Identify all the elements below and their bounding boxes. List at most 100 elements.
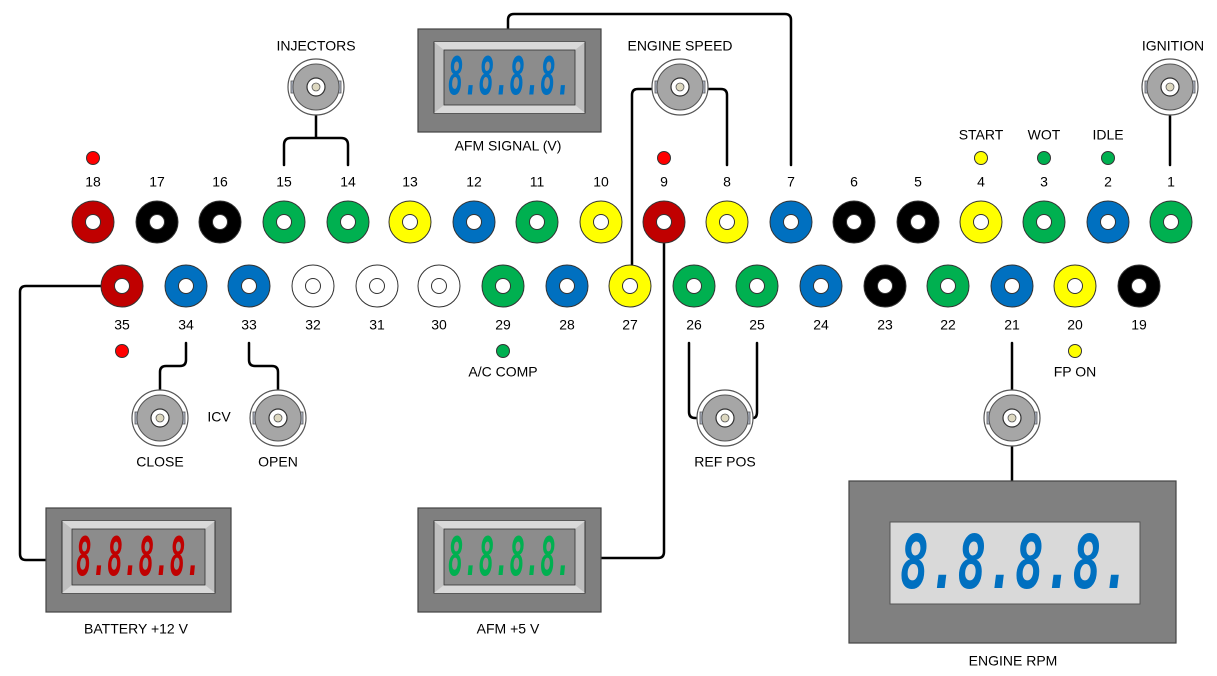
- jack-number: 8: [723, 174, 731, 190]
- ignition-bnc-connector[interactable]: [1141, 58, 1199, 116]
- jack-11[interactable]: 11: [515, 174, 559, 244]
- jack-20[interactable]: 20: [1053, 264, 1097, 333]
- wires: [18, 12, 1172, 562]
- wire-33-open: [247, 341, 280, 392]
- led-icon: [496, 344, 510, 358]
- icv-open-bnc-connector[interactable]: [249, 389, 307, 447]
- jack-number: 23: [877, 317, 893, 333]
- meters: 8.8.8.8.8.8.8.8.8.8.8.8.8.8.8.8.: [45, 28, 1177, 644]
- jack-number: 30: [431, 317, 447, 333]
- jack-hole: [622, 278, 638, 294]
- jack-hole: [910, 214, 926, 230]
- jack-2[interactable]: 2: [1086, 174, 1130, 244]
- jack-15[interactable]: 15: [262, 174, 306, 244]
- jack-3[interactable]: 3: [1022, 174, 1066, 244]
- jack-9[interactable]: 9: [642, 174, 686, 244]
- jack-hole: [1067, 278, 1083, 294]
- jack-6[interactable]: 6: [832, 174, 876, 244]
- jack-8[interactable]: 8: [705, 174, 749, 244]
- jack-7[interactable]: 7: [769, 174, 813, 244]
- jack-23[interactable]: 23: [863, 264, 907, 333]
- icv-close-bnc-connector[interactable]: [131, 389, 189, 447]
- jack-25[interactable]: 25: [735, 264, 779, 333]
- close-label: CLOSE: [136, 454, 183, 470]
- engine-speed-bnc-connector[interactable]: [651, 58, 709, 116]
- jack-number: 9: [660, 174, 668, 190]
- jack-24[interactable]: 24: [799, 264, 843, 333]
- wire-9-afm5v: [599, 241, 666, 560]
- jack-17[interactable]: 17: [135, 174, 179, 244]
- injectors-bnc-connector[interactable]: [287, 58, 345, 116]
- jack-number: 21: [1004, 317, 1020, 333]
- meter-display: [443, 49, 576, 106]
- wire-35-battery: [18, 284, 103, 562]
- meter-display: [71, 528, 206, 586]
- jack-5[interactable]: 5: [896, 174, 940, 244]
- jack-hole: [114, 278, 130, 294]
- jack-number: 25: [749, 317, 765, 333]
- jack-32[interactable]: 32: [291, 264, 335, 333]
- bnc-pin: [1165, 82, 1175, 92]
- meter-display: [889, 521, 1141, 605]
- indicator-9: [657, 151, 671, 165]
- jack-14[interactable]: 14: [326, 174, 370, 244]
- jack-number: 11: [530, 174, 545, 190]
- jack-12[interactable]: 12: [452, 174, 496, 244]
- jack-19[interactable]: 19: [1117, 264, 1161, 333]
- jack-hole: [656, 214, 672, 230]
- jack-hole: [846, 214, 862, 230]
- jack-4[interactable]: 4: [959, 174, 1003, 244]
- engine-rpm-bnc-connector[interactable]: [983, 389, 1041, 447]
- bezel-highlight: [62, 585, 215, 593]
- indicator-2: IDLE: [1092, 127, 1124, 165]
- wire-engine-speed-8: [706, 87, 729, 167]
- jack-number: 27: [622, 317, 638, 333]
- jack-22[interactable]: 22: [926, 264, 970, 333]
- jack-30[interactable]: 30: [417, 264, 461, 333]
- ignition-label: IGNITION: [1142, 38, 1204, 54]
- led-icon: [974, 151, 988, 165]
- jack-hole: [783, 214, 799, 230]
- jack-hole: [1163, 214, 1179, 230]
- indicator-label: WOT: [1028, 127, 1061, 143]
- engine-speed-label: ENGINE SPEED: [627, 38, 732, 54]
- ref-pos-bnc-connector[interactable]: [696, 389, 754, 447]
- jack-number: 10: [593, 174, 609, 190]
- jack-hole: [559, 278, 575, 294]
- jack-hole: [402, 214, 418, 230]
- jack-number: 17: [149, 174, 165, 190]
- jack-16[interactable]: 16: [198, 174, 242, 244]
- jack-33[interactable]: 33: [227, 264, 271, 333]
- jack-1[interactable]: 1: [1149, 174, 1193, 244]
- jack-26[interactable]: 26: [672, 264, 716, 333]
- jack-hole: [241, 278, 257, 294]
- jack-hole: [1004, 278, 1020, 294]
- jack-34[interactable]: 34: [164, 264, 208, 333]
- indicator-4: START: [959, 127, 1004, 165]
- jack-hole: [593, 214, 609, 230]
- jack-13[interactable]: 13: [388, 174, 432, 244]
- jack-18[interactable]: 18: [71, 174, 115, 244]
- jack-number: 7: [787, 174, 795, 190]
- jack-hole: [431, 278, 447, 294]
- jack-27[interactable]: 27: [608, 264, 652, 333]
- bnc-pin: [273, 413, 283, 423]
- jack-hole: [1100, 214, 1116, 230]
- jack-28[interactable]: 28: [545, 264, 589, 333]
- jack-29[interactable]: 29: [481, 264, 525, 333]
- jack-hole: [85, 214, 101, 230]
- wire-25-refpos: [751, 341, 759, 420]
- jack-number: 32: [305, 317, 321, 333]
- jack-21[interactable]: 21: [990, 264, 1034, 333]
- indicator-20: FP ON: [1054, 344, 1096, 380]
- bezel-highlight: [434, 585, 585, 593]
- jack-35[interactable]: 35: [100, 264, 144, 333]
- jack-number: 35: [114, 317, 130, 333]
- jack-10[interactable]: 10: [579, 174, 623, 244]
- bezel-highlight: [434, 42, 585, 50]
- jack-hole: [749, 278, 765, 294]
- jack-31[interactable]: 31: [355, 264, 399, 333]
- jack-number: 26: [686, 317, 702, 333]
- wire-engine-speed-27: [630, 87, 654, 268]
